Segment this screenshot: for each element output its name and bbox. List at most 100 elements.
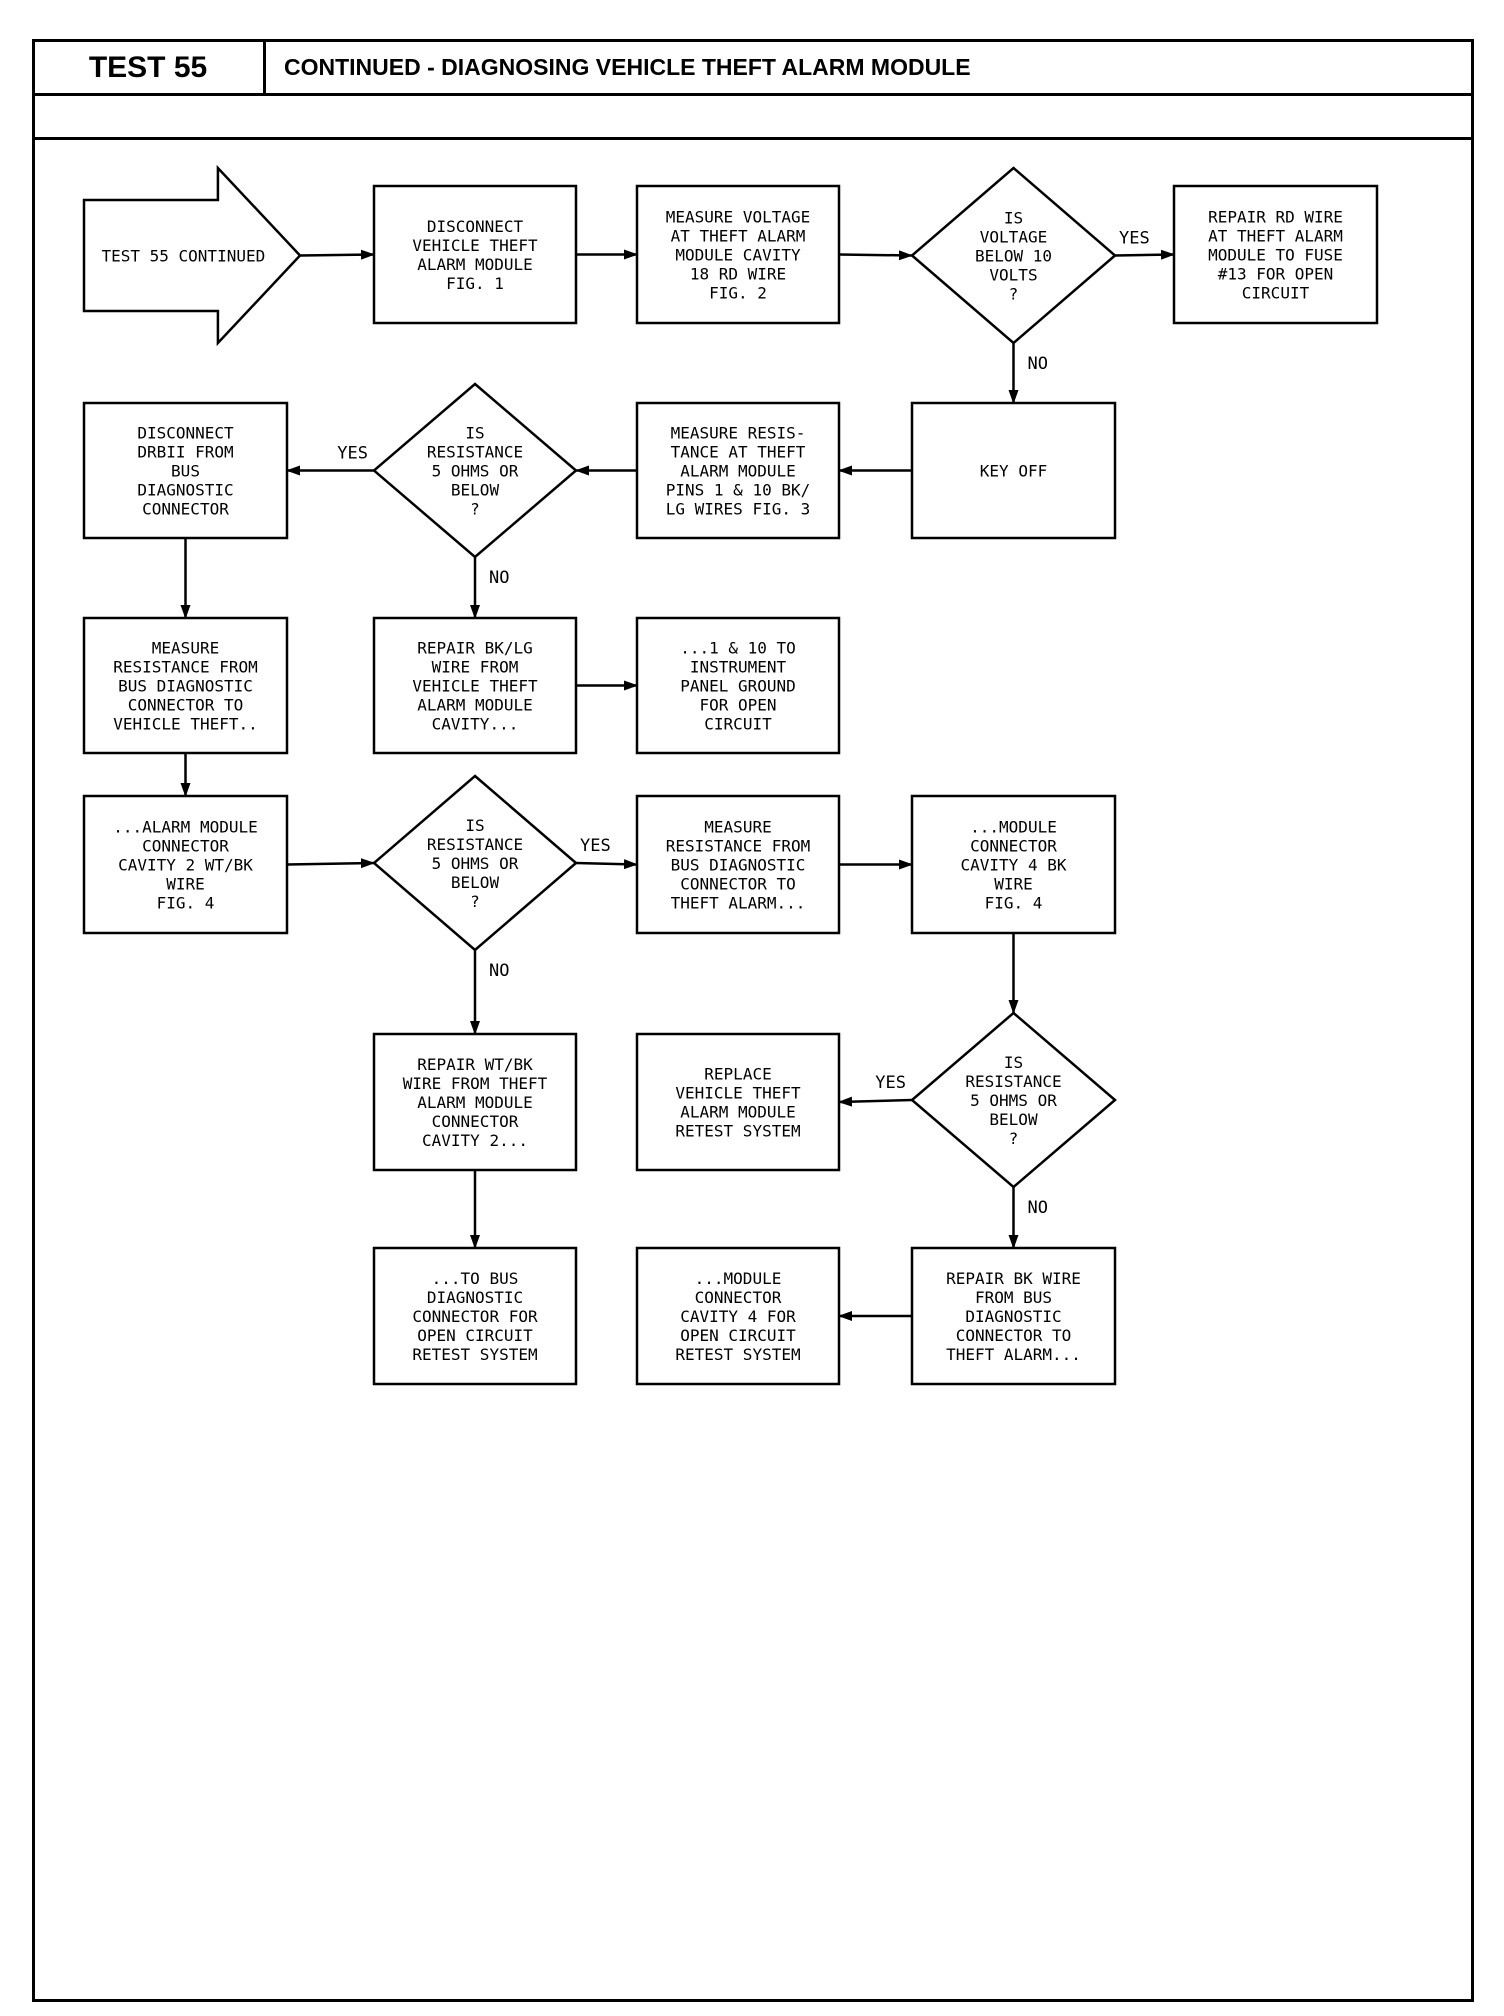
- node-text-line: 5 OHMS OR: [432, 854, 519, 873]
- node-text-line: PINS 1 & 10 BK/: [666, 481, 811, 500]
- process-box: [82, 401, 289, 540]
- node-text-line: IS: [1004, 209, 1023, 228]
- process-box: [635, 794, 841, 935]
- node-text-line: CAVITY 4 BK: [961, 856, 1067, 875]
- node-text-line: CAVITY 4 FOR: [680, 1307, 796, 1326]
- node-text-line: FOR OPEN: [699, 696, 776, 715]
- node-text-line: ?: [470, 500, 480, 519]
- header-separator: [263, 39, 266, 96]
- node-text-line: RESISTANCE: [427, 835, 523, 854]
- node-text-line: ...TO BUS: [432, 1269, 519, 1288]
- node-text-line: ?: [470, 892, 480, 911]
- process-box: [372, 1246, 578, 1386]
- node-text-line: VOLTAGE: [980, 228, 1047, 247]
- node-text-line: FIG. 4: [157, 894, 215, 913]
- process-box: [635, 401, 841, 540]
- node-text-line: FIG. 4: [985, 894, 1043, 913]
- node-text-line: ...MODULE: [970, 818, 1057, 837]
- header-box: [32, 39, 1474, 140]
- node-text-line: DIAGNOSTIC: [427, 1288, 523, 1307]
- node-text-line: MEASURE: [704, 818, 771, 837]
- node-text-line: BUS DIAGNOSTIC: [118, 677, 253, 696]
- node-text-line: CONNECTOR TO: [680, 875, 796, 894]
- node-text-line: CIRCUIT: [704, 715, 772, 734]
- process-box: [372, 616, 578, 755]
- node-text-line: CONNECTOR: [142, 500, 229, 519]
- edge-label-yes: YES: [337, 444, 368, 464]
- edge-label-no: NO: [1028, 1198, 1048, 1218]
- decision-diamond: [910, 1011, 1117, 1189]
- edge-label-no: NO: [489, 568, 509, 588]
- node-text-line: 5 OHMS OR: [970, 1091, 1057, 1110]
- node-text-line: FROM BUS: [975, 1288, 1052, 1307]
- node-text-line: ALARM MODULE: [417, 1093, 533, 1112]
- node-text-line: RESISTANCE FROM: [666, 837, 811, 856]
- node-text-line: MODULE TO FUSE: [1208, 246, 1343, 265]
- node-text-line: PANEL GROUND: [680, 677, 796, 696]
- node-text-line: DRBII FROM: [137, 443, 233, 462]
- node-text-line: IS: [465, 816, 484, 835]
- node-text-line: KEY OFF: [980, 462, 1047, 481]
- node-text-line: BELOW 10: [975, 247, 1052, 266]
- header-divider: [32, 93, 1474, 96]
- node-text-line: FIG. 1: [446, 274, 504, 293]
- node-text-line: VEHICLE THEFT: [675, 1084, 801, 1103]
- process-box: [635, 1032, 841, 1172]
- node-text-line: DISCONNECT: [137, 424, 234, 443]
- node-text-line: 18 RD WIRE: [690, 265, 786, 284]
- node-text-line: BUS: [171, 462, 200, 481]
- node-text-line: CONNECTOR: [695, 1288, 782, 1307]
- node-text-line: AT THEFT ALARM: [1208, 227, 1343, 246]
- node-text-line: REPLACE: [704, 1065, 771, 1084]
- node-text-line: FIG. 2: [709, 284, 767, 303]
- node-text-line: WIRE FROM THEFT: [403, 1074, 548, 1093]
- node-text-line: OPEN CIRCUIT: [417, 1326, 533, 1345]
- process-box: [635, 184, 841, 325]
- node-text-line: BELOW: [451, 873, 500, 892]
- node-text-line: CAVITY 2...: [422, 1131, 528, 1150]
- flow-edge-n10-d3: [286, 858, 375, 869]
- process-box: [372, 184, 578, 325]
- node-text-line: RETEST SYSTEM: [675, 1345, 800, 1364]
- process-box: [635, 1246, 841, 1386]
- node-text-line: REPAIR BK WIRE: [946, 1269, 1081, 1288]
- node-text-line: DIAGNOSTIC: [965, 1307, 1061, 1326]
- node-text-line: INSTRUMENT: [690, 658, 787, 677]
- process-box: [1172, 184, 1379, 325]
- edge-label-no: NO: [489, 961, 509, 981]
- node-text-line: IS: [465, 424, 484, 443]
- node-text-line: DISCONNECT: [427, 217, 524, 236]
- edge-label-yes: YES: [875, 1073, 906, 1093]
- node-text-line: CAVITY 2 WT/BK: [118, 856, 253, 875]
- node-text-line: RESISTANCE: [965, 1072, 1061, 1091]
- test-number: TEST 55: [88, 50, 208, 84]
- node-text-line: CAVITY...: [432, 715, 519, 734]
- decision-diamond: [372, 774, 578, 952]
- flow-edge-d1-n3: [1114, 249, 1175, 260]
- node-text-line: CONNECTOR: [970, 837, 1057, 856]
- node-text-line: CONNECTOR FOR: [412, 1307, 538, 1326]
- node-text-line: ...MODULE: [695, 1269, 782, 1288]
- node-text-line: CONNECTOR TO: [128, 696, 244, 715]
- edge-label-yes: YES: [580, 836, 611, 856]
- node-text-line: AT THEFT ALARM: [671, 227, 806, 246]
- node-text-line: ...ALARM MODULE: [113, 818, 258, 837]
- node-text-line: DIAGNOSTIC: [137, 481, 233, 500]
- node-text-line: BUS DIAGNOSTIC: [671, 856, 806, 875]
- decision-diamond: [372, 382, 578, 559]
- node-text-line: BELOW: [989, 1110, 1038, 1129]
- start-arrow-shape: [82, 164, 302, 347]
- process-box: [910, 1246, 1117, 1386]
- node-text-line: RETEST SYSTEM: [675, 1122, 800, 1141]
- node-text-line: CONNECTOR: [432, 1112, 519, 1131]
